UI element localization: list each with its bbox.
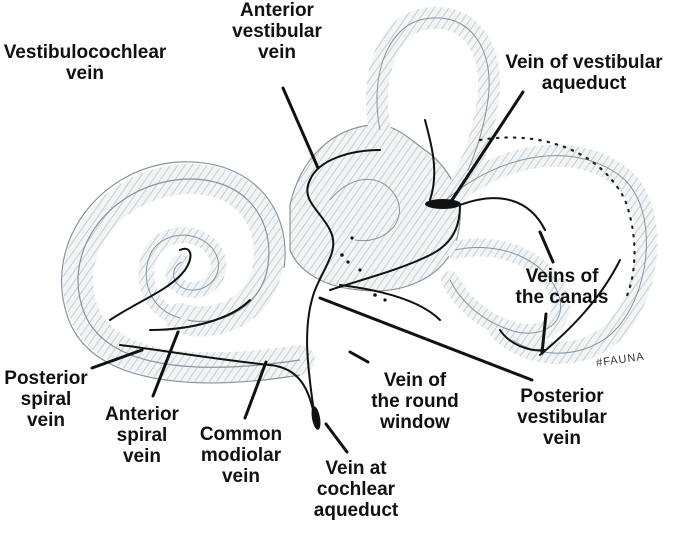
label-vein-at-cochlear-aqueduct: Vein at cochlear aqueduct bbox=[313, 458, 399, 521]
label-vein-of-the-round-window: Vein of the round window bbox=[371, 370, 459, 433]
leader-veins-of-the-canals-lower bbox=[540, 312, 548, 355]
leader-veins-of-the-canals-upper bbox=[538, 230, 555, 264]
leader-common-modiolar-vein bbox=[243, 360, 268, 420]
label-anterior-vestibular-vein: Anterior vestibular vein bbox=[232, 0, 322, 63]
leader-vein-of-vestibular-aqueduct bbox=[446, 90, 525, 208]
label-posterior-spiral-vein: Posterior spiral vein bbox=[4, 368, 88, 431]
label-vestibulocochlear-vein: Vestibulocochlear vein bbox=[3, 42, 167, 84]
label-vein-of-vestibular-aqueduct: Vein of vestibular aqueduct bbox=[505, 52, 663, 94]
semicircular-canals bbox=[366, 7, 658, 365]
leader-vein-of-the-round-window bbox=[348, 350, 370, 364]
label-posterior-vestibular-vein: Posterior vestibular vein bbox=[517, 386, 607, 449]
cochlear-aqueduct-vein-end bbox=[311, 406, 321, 430]
label-veins-of-the-canals: Veins of the canals bbox=[515, 266, 609, 308]
vessel-dots bbox=[340, 236, 387, 302]
leader-posterior-vestibular-vein bbox=[318, 296, 534, 382]
label-common-modiolar-vein: Common modiolar vein bbox=[199, 424, 283, 487]
leader-posterior-spiral-vein bbox=[90, 348, 144, 370]
label-anterior-spiral-vein: Anterior spiral vein bbox=[105, 404, 179, 467]
leader-vein-at-cochlear-aqueduct bbox=[324, 422, 349, 454]
cochlea bbox=[61, 161, 315, 384]
leader-lines bbox=[90, 86, 555, 454]
vestibular-aqueduct-vein-end bbox=[425, 199, 461, 209]
leader-anterior-vestibular-vein bbox=[281, 86, 320, 170]
leader-anterior-spiral-vein bbox=[151, 330, 180, 398]
